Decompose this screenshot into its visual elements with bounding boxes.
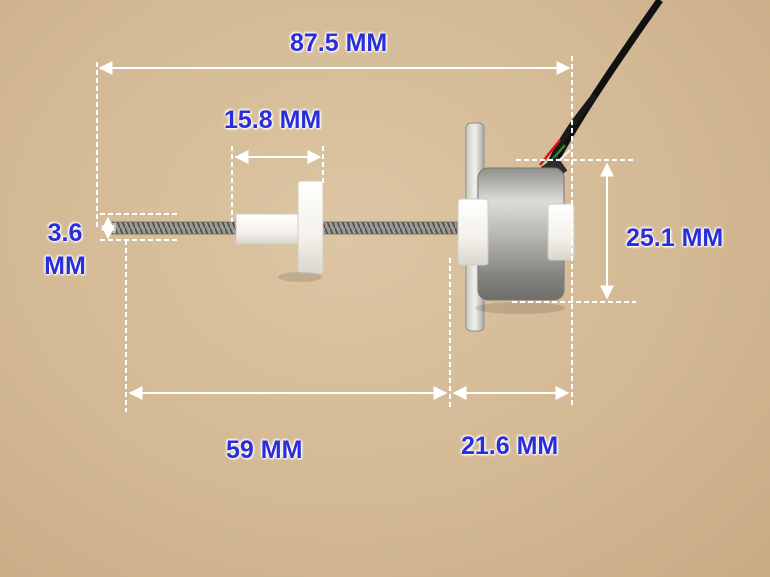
thread-diameter-unit: MM: [44, 252, 86, 280]
dimension-arrows: [98, 61, 614, 400]
thread-diameter-label: 3.6 MM: [40, 217, 90, 283]
nut-length-label: 15.8 MM: [224, 106, 322, 134]
screw-length-label: 59 MM: [226, 436, 303, 464]
motor-diameter-label: 25.1 MM: [626, 224, 724, 252]
nylon-nut: [235, 180, 324, 282]
connection-cable: [539, 0, 663, 183]
dimension-guides: [96, 56, 636, 412]
motor-length-label: 21.6 MM: [461, 432, 559, 460]
overall-length-label: 87.5 MM: [290, 29, 388, 57]
thread-diameter-value: 3.6: [47, 219, 83, 247]
stepper-motor: [457, 122, 575, 332]
